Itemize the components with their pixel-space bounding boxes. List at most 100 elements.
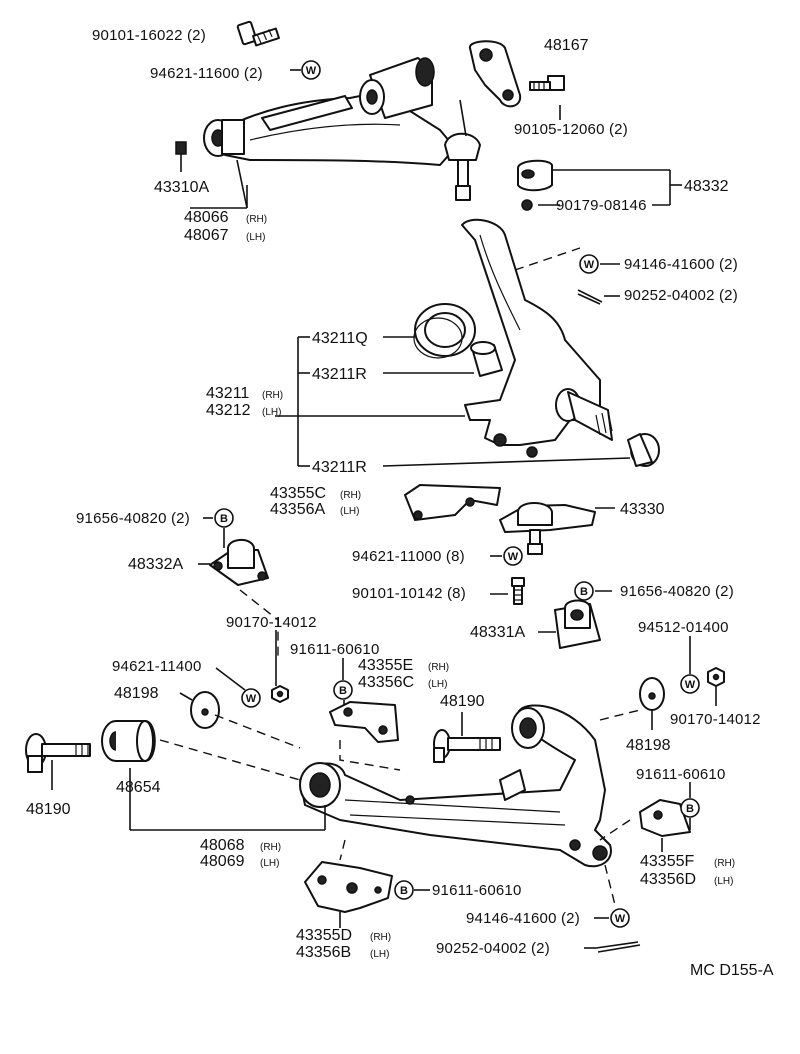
svg-text:B: B [400, 885, 408, 897]
svg-text:B: B [686, 803, 694, 815]
svg-text:W: W [306, 65, 317, 77]
part-number-labels: 90101-16022 (2) 94621-11600 (2) 48167 90… [26, 27, 774, 979]
label-94146-41600-bot: 94146-41600 (2) [466, 910, 580, 927]
bolt-90101-16022-icon [236, 20, 280, 47]
washer-plate-48198-a-icon [190, 691, 220, 729]
label-91656-40820-b: 91656-40820 (2) [620, 583, 734, 600]
label-43212-side: (LH) [262, 407, 281, 418]
stone-guard-43355c-icon [404, 484, 501, 521]
label-91611-60610-a: 91611-60610 [290, 641, 380, 658]
bracket-48167-icon [469, 40, 522, 108]
svg-text:B: B [339, 685, 347, 697]
label-43355f-side: (RH) [714, 858, 735, 869]
label-90252-04002-top: 90252-04002 (2) [624, 287, 738, 304]
label-43355e-side: (RH) [428, 662, 449, 673]
label-48331a: 48331A [470, 624, 525, 641]
label-94512-01400: 94512-01400 [638, 619, 729, 636]
label-48068-side: (RH) [260, 842, 281, 853]
label-91656-40820-a: 91656-40820 (2) [76, 510, 190, 527]
label-48190-a: 48190 [440, 693, 485, 710]
label-43211r-b: 43211R [312, 459, 367, 476]
label-43355e: 43355E [358, 657, 413, 674]
label-48069-side: (LH) [260, 858, 279, 869]
bump-stopper-48332a-icon [209, 539, 269, 586]
label-43356b: 43356B [296, 944, 351, 961]
label-48332: 48332 [684, 178, 729, 195]
label-94621-11600: 94621-11600 (2) [150, 65, 263, 82]
label-91611-60610-b: 91611-60610 [636, 766, 726, 783]
label-48066-side: (RH) [246, 214, 267, 225]
label-94146-41600-top: 94146-41600 (2) [624, 256, 738, 273]
label-91611-60610-c: 91611-60610 [432, 882, 522, 899]
bearing-43211r-outer-icon [627, 433, 660, 467]
washer-94146-41600-bot-icon: W [610, 908, 630, 928]
bolt-symbol-91611-60610-b-icon: B [680, 798, 700, 818]
bump-stopper-48332-icon [517, 159, 553, 211]
label-43211r-a: 43211R [312, 366, 367, 383]
label-43330: 43330 [620, 501, 665, 518]
label-43355f: 43355F [640, 853, 694, 870]
label-43356b-side: (LH) [370, 949, 389, 960]
label-43356c-side: (LH) [428, 679, 447, 690]
washer-94621-11000-icon: W [503, 546, 523, 566]
svg-text:W: W [685, 679, 696, 691]
svg-text:W: W [508, 551, 519, 563]
label-48069: 48069 [200, 853, 245, 870]
label-43355d-side: (RH) [370, 932, 391, 943]
label-43355c: 43355C [270, 485, 326, 502]
label-94621-11000: 94621-11000 (8) [352, 548, 465, 565]
upper-arm-48066-icon [203, 57, 481, 201]
bushing-48654-icon [101, 720, 156, 762]
label-43356a: 43356A [270, 501, 325, 518]
label-90101-10142: 90101-10142 (8) [352, 585, 466, 602]
stone-guard-43355e-icon [329, 701, 399, 743]
svg-text:W: W [615, 913, 626, 925]
nut-90170-14012-a-icon [271, 685, 289, 703]
lower-arm-group: B B W [25, 704, 700, 953]
washer-plate-48198-b-icon [639, 677, 665, 711]
label-90179-08146: 90179-08146 [556, 197, 647, 214]
washer-94146-41600-top-icon: W [579, 254, 599, 274]
label-43211q: 43211Q [312, 330, 368, 347]
label-48068: 48068 [200, 837, 245, 854]
svg-text:W: W [246, 693, 257, 705]
label-43356d: 43356D [640, 871, 696, 888]
knuckle-group: W [275, 218, 660, 467]
label-94621-11400: 94621-11400 [112, 658, 202, 675]
label-43356c: 43356C [358, 674, 414, 691]
svg-text:B: B [580, 586, 588, 598]
washer-94621-11600-icon: W [301, 60, 321, 80]
bolt-48190-a-icon [433, 729, 501, 763]
bolt-90101-10142-icon [511, 577, 525, 605]
label-43355d: 43355D [296, 927, 352, 944]
upper-arm-group: W [175, 20, 682, 211]
label-48067-side: (LH) [246, 232, 265, 243]
svg-text:B: B [220, 513, 228, 525]
svg-text:W: W [584, 259, 595, 271]
label-90252-04002-bot: 90252-04002 (2) [436, 940, 550, 957]
bolt-symbol-91611-60610-a-icon: B [333, 680, 353, 700]
label-43212: 43212 [206, 402, 251, 419]
bearing-43211r-icon [470, 341, 503, 377]
bolt-symbol-91656-40820-a-icon: B [214, 508, 234, 528]
oil-seal-43211q-icon [413, 303, 476, 359]
label-90105-12060: 90105-12060 (2) [514, 121, 628, 138]
ball-joint-43330-icon [499, 502, 596, 555]
label-43355c-side: (RH) [340, 490, 361, 501]
diagram-code: MC D155-A [690, 962, 774, 979]
lower-arm-48068-icon [299, 704, 612, 868]
label-48198-a: 48198 [114, 685, 159, 702]
washer-94512-01400-icon: W [680, 674, 700, 694]
washer-94621-11400-icon: W [241, 688, 261, 708]
bolt-symbol-91656-40820-b-icon: B [574, 581, 594, 601]
label-48654: 48654 [116, 779, 161, 796]
middle-group: W B B [179, 484, 725, 771]
label-43211-side: (RH) [262, 390, 283, 401]
label-90170-14012-b: 90170-14012 [670, 711, 761, 728]
stone-guard-43355d-icon [304, 861, 393, 913]
steering-knuckle-43211-icon [461, 218, 613, 458]
label-48332a: 48332A [128, 556, 183, 573]
label-43356d-side: (LH) [714, 876, 733, 887]
label-48067: 48067 [184, 227, 229, 244]
